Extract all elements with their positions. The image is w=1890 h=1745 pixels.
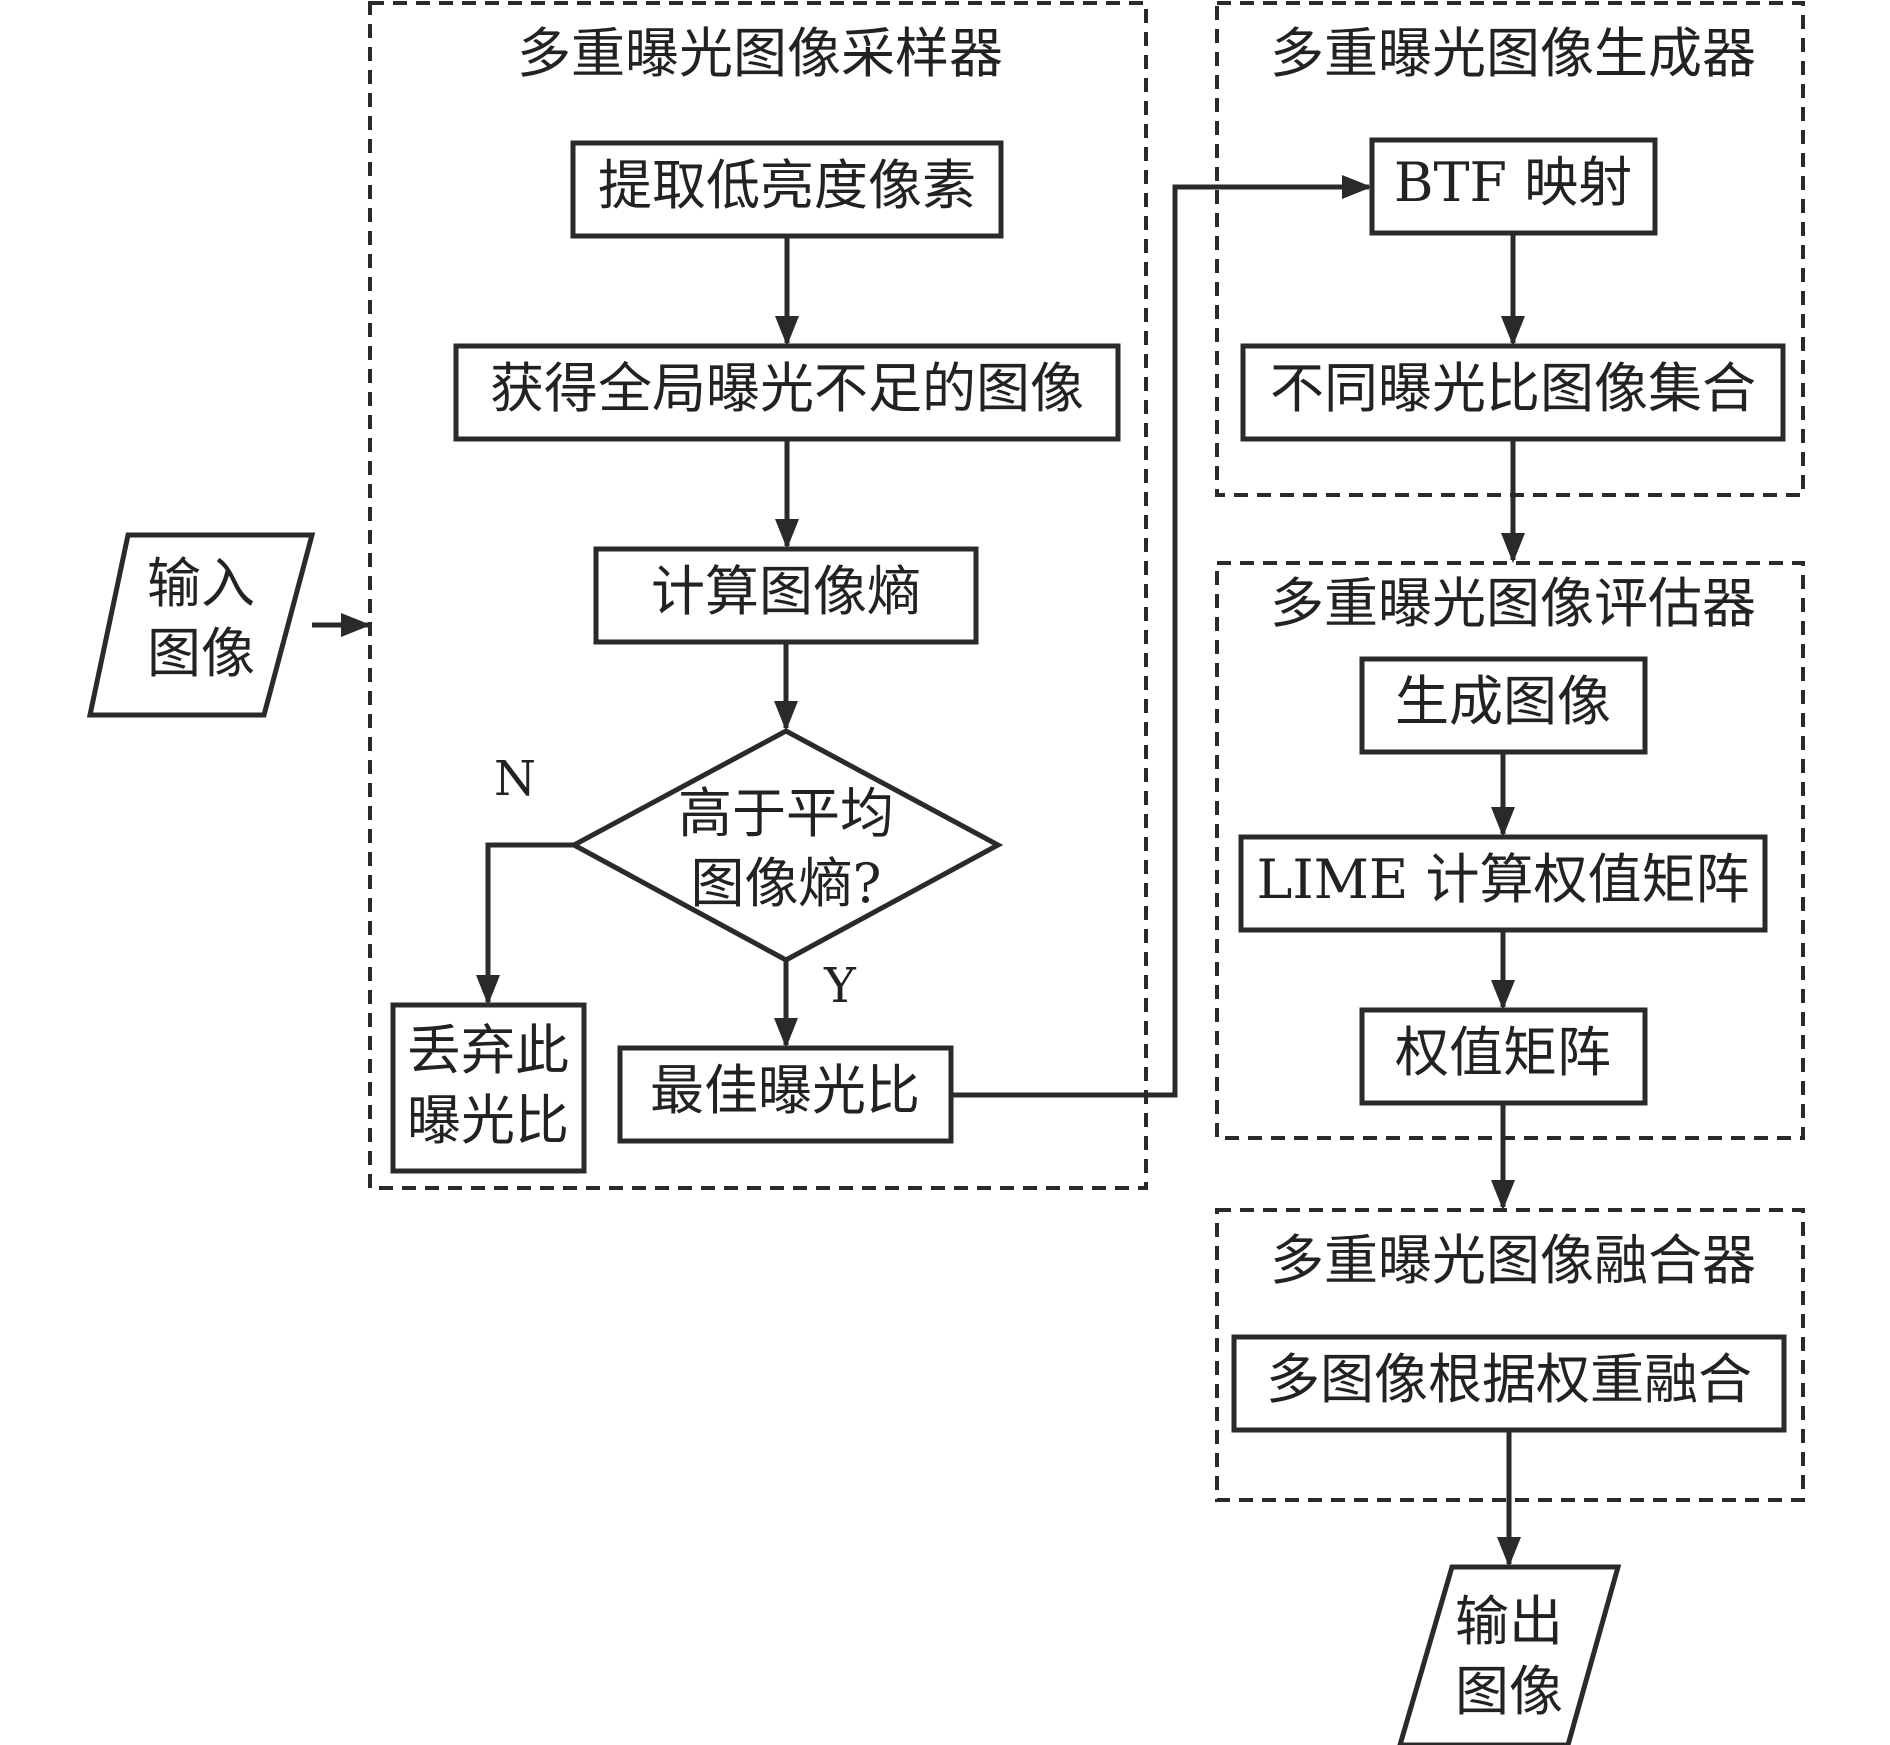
output-node: [1397, 1564, 1622, 1745]
input-label-line2: 图像: [147, 622, 255, 685]
extract-pixels-box: [570, 140, 1004, 239]
evaluator-group: [1215, 561, 1805, 1140]
exposure-set-box: [1240, 343, 1786, 442]
weight-matrix-label: 权值矩阵: [1395, 1021, 1611, 1084]
underexposed-image-label: 获得全局曝光不足的图像: [490, 357, 1084, 420]
weighted-fusion-box: [1231, 1334, 1787, 1433]
discard-label-line1: 丢弃此: [407, 1019, 569, 1082]
fusion-group-title: 多重曝光图像融合器: [1270, 1229, 1756, 1292]
weighted-fusion-label: 多图像根据权重融合: [1266, 1348, 1752, 1411]
compute-entropy-label: 计算图像熵: [651, 560, 921, 623]
lime-weights-box: [1238, 834, 1768, 933]
best-ratio-box: [617, 1045, 954, 1144]
arrow-decision-no: [476, 842, 574, 1005]
generated-image-box: [1359, 656, 1648, 755]
generator-group: [1215, 1, 1805, 497]
discard-ratio-box: [390, 1002, 587, 1174]
output-label-line1: 输出: [1455, 1590, 1563, 1653]
no-branch-label: N: [494, 751, 536, 807]
input-label-line1: 输入: [147, 552, 255, 615]
extract-pixels-label: 提取低亮度像素: [598, 154, 976, 217]
arrow-best-to-btf: [951, 175, 1372, 1098]
discard-label-line2: 曝光比: [407, 1089, 569, 1152]
yes-branch-label: Y: [823, 958, 857, 1014]
generated-image-label: 生成图像: [1395, 670, 1611, 733]
decision-label-line1: 高于平均: [678, 782, 894, 845]
sampler-group: [368, 1, 1148, 1190]
sampler-group-title: 多重曝光图像采样器: [517, 22, 1003, 85]
exposure-set-label: 不同曝光比图像集合: [1270, 357, 1756, 420]
btf-mapping-label: BTF 映射: [1394, 151, 1632, 214]
lime-weights-label: LIME 计算权值矩阵: [1256, 848, 1749, 911]
input-node: [86, 532, 316, 718]
underexposed-image-box: [453, 343, 1121, 442]
decision-label-line2: 图像熵?: [691, 852, 882, 915]
best-ratio-label: 最佳曝光比: [650, 1059, 920, 1122]
output-label-line2: 图像: [1455, 1660, 1563, 1723]
btf-mapping-box: [1369, 137, 1658, 236]
entropy-decision: [568, 728, 1004, 963]
evaluator-group-title: 多重曝光图像评估器: [1270, 572, 1756, 635]
generator-group-title: 多重曝光图像生成器: [1270, 22, 1756, 85]
